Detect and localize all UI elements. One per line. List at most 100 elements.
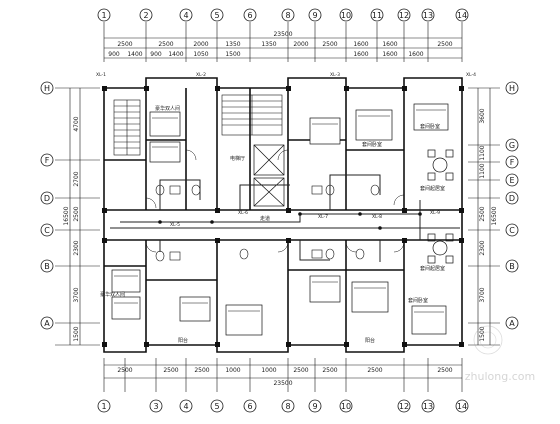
grid-col-label: 5 [214, 402, 219, 411]
grid-col-label: 14 [457, 402, 467, 411]
dimension-label: 1400 [168, 51, 183, 58]
dimension-label: 2000 [293, 41, 308, 48]
section-mark: XL-9 [430, 210, 440, 216]
grid-col-label: 10 [341, 402, 351, 411]
dimension-total-right: 16500 [491, 206, 498, 225]
dimension-label: 1600 [408, 51, 423, 58]
dimension-label: 2500 [293, 367, 308, 374]
grid-row-label: D [509, 194, 515, 203]
dimension-label: 1100 [479, 145, 486, 160]
dimension-label: 1600 [353, 41, 368, 48]
grid-col-label: 3 [153, 402, 158, 411]
section-mark: XL-3 [330, 72, 340, 78]
grid-col-label: 6 [247, 11, 252, 20]
dimension-lines-bottom [103, 358, 463, 392]
grid-col-label: 2 [143, 11, 148, 20]
dimension-label: 2700 [73, 171, 80, 186]
grid-row-label: G [509, 141, 515, 150]
grid-col-label: 5 [214, 11, 219, 20]
dimension-lines-top [103, 22, 463, 62]
dimension-label: 1350 [261, 41, 276, 48]
grid-row-label: H [509, 84, 515, 93]
grid-row-label: D [44, 194, 50, 203]
grid-col-label: 4 [183, 11, 188, 20]
grid-col-label: 11 [372, 11, 382, 20]
grid-row-label: F [510, 158, 515, 167]
pipe-risers [158, 212, 422, 230]
structural-columns [102, 86, 464, 347]
dimension-label: 4700 [73, 116, 80, 131]
grid-col-label: 6 [247, 402, 252, 411]
grid-col-label: 8 [285, 11, 290, 20]
grid-col-label: 4 [183, 402, 188, 411]
section-mark: XL-2 [196, 72, 206, 78]
room-label: 豪华双人间 [155, 105, 180, 112]
section-mark: XL-7 [318, 214, 328, 220]
section-mark: XL-1 [96, 72, 106, 78]
pillow-marks [114, 109, 446, 313]
grid-col-label: 14 [457, 11, 467, 20]
section-mark: XL-6 [238, 210, 248, 216]
grid-row-label: B [509, 262, 515, 271]
dimension-label: 2500 [437, 367, 452, 374]
grid-row-label: A [44, 319, 50, 328]
dimension-label: 2500 [158, 41, 173, 48]
dimension-label: 2500 [117, 41, 132, 48]
dimension-lines-left [55, 87, 100, 346]
dimension-label: 2300 [73, 240, 80, 255]
watermark-logo: zhulong.com [465, 325, 535, 383]
dimension-label: 1050 [193, 51, 208, 58]
grid-col-label: 9 [312, 11, 317, 20]
room-label: 豪华双人间 [100, 291, 125, 298]
dimension-label: 1400 [127, 51, 142, 58]
dimension-label: 900 [108, 51, 120, 58]
dimension-label: 1600 [353, 51, 368, 58]
dimension-label: 1100 [479, 163, 486, 178]
dimension-label: 1600 [382, 51, 397, 58]
dimension-total-top: 23500 [273, 31, 292, 38]
grid-row-label: B [44, 262, 50, 271]
room-label: 套间起居室 [420, 265, 445, 272]
room-label: 套间卧室 [408, 297, 428, 304]
dimension-label: 900 [150, 51, 162, 58]
dimension-label: 1000 [261, 367, 276, 374]
dimension-label: 3600 [479, 108, 486, 123]
dimension-label: 1000 [225, 367, 240, 374]
dimension-label: 2000 [193, 41, 208, 48]
grid-axis-bottom [97, 399, 469, 413]
grid-row-label: C [509, 226, 515, 235]
grid-row-label: E [509, 176, 514, 185]
grid-col-label: 8 [285, 402, 290, 411]
dimension-label: 2500 [322, 367, 337, 374]
dimension-label: 2500 [73, 206, 80, 221]
grid-row-label: A [509, 319, 515, 328]
elevator-shaft [253, 144, 285, 207]
dimension-label: 2500 [367, 367, 382, 374]
room-label: 走道 [260, 215, 270, 222]
dimension-label: 2500 [437, 41, 452, 48]
section-mark: XL-5 [170, 222, 180, 228]
room-label: 电梯厅 [230, 155, 245, 162]
grid-col-label: 10 [341, 11, 351, 20]
dimension-total-bottom: 23500 [273, 380, 292, 387]
staircase-left [113, 99, 141, 156]
grid-col-label: 13 [423, 11, 433, 20]
section-mark: XL-8 [372, 214, 382, 220]
grid-axis-top [97, 8, 469, 22]
room-label: 套间卧室 [420, 123, 440, 130]
grid-col-label: 13 [423, 402, 433, 411]
table-chairs [427, 149, 454, 264]
dimension-label: 2500 [163, 367, 178, 374]
grid-col-label: 12 [399, 402, 409, 411]
dimension-label: 3700 [479, 287, 486, 302]
dimension-label: 3700 [73, 287, 80, 302]
dimension-total-left: 16500 [63, 206, 70, 225]
dimension-label: 2500 [117, 367, 132, 374]
dimension-label: 2500 [194, 367, 209, 374]
dimension-label: 2500 [322, 41, 337, 48]
staircase-center [221, 94, 283, 136]
room-label: 套间起居室 [420, 185, 445, 192]
dimension-label: 1350 [225, 41, 240, 48]
room-label: 阳台 [365, 337, 375, 344]
grid-col-label: 12 [399, 11, 409, 20]
